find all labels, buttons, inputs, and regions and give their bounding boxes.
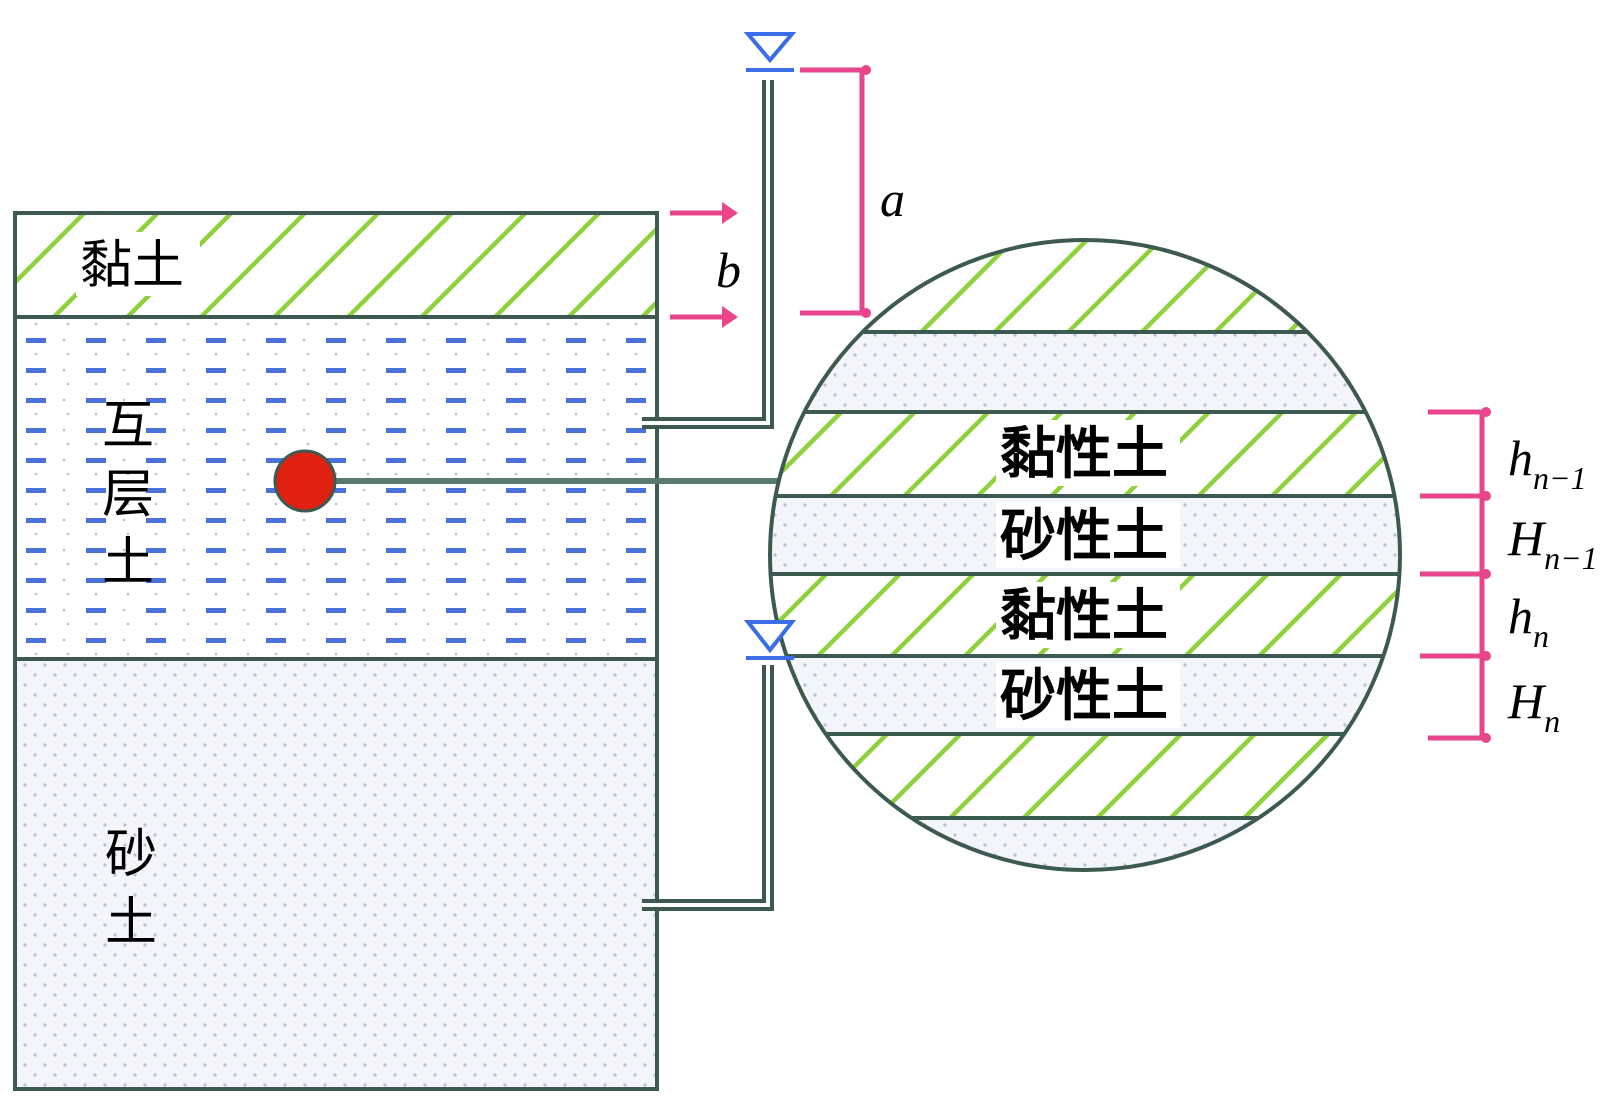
interlayer-label-char-1: 互 xyxy=(102,396,154,456)
clay-label-backing xyxy=(76,232,200,296)
detail-label-backing-1 xyxy=(996,420,1180,486)
lower-piezometer xyxy=(642,665,774,911)
thickness-label-h-n: hn xyxy=(1508,588,1549,654)
lower-piezometer-pipe xyxy=(642,665,774,911)
lower-piezometer-pipe-core xyxy=(642,665,770,907)
detail-label-clay-2: 黏性土 xyxy=(1000,584,1168,649)
detail-label-sand-2: 砂性土 xyxy=(1000,664,1168,729)
dimension-a: a xyxy=(800,65,905,318)
thickness-dimensions: hn−1 Hn−1 hn Hn xyxy=(1420,407,1598,743)
upper-piezometer-pipe xyxy=(642,80,774,429)
interlayer-label-char-2: 层 xyxy=(102,465,154,525)
detail-label-backing-3 xyxy=(996,582,1180,648)
lower-water-level xyxy=(743,620,797,660)
detail-layer-clay-top xyxy=(770,240,1400,332)
detail-label-sand-1: 砂性土 xyxy=(1000,504,1168,569)
sand-label-char-1: 砂 xyxy=(105,825,157,885)
clay-label: 黏土 xyxy=(80,236,184,296)
detail-label-backing-2 xyxy=(996,502,1180,568)
detail-layer-sand-1 xyxy=(770,332,1400,412)
detail-point-marker xyxy=(273,449,337,513)
dimension-a-label: a xyxy=(880,171,905,227)
soil-column-outline xyxy=(13,211,659,1091)
thickness-label-h-n-minus-1: hn−1 xyxy=(1508,430,1587,496)
thickness-label-H-n: Hn xyxy=(1507,673,1560,739)
dimension-b-label: b xyxy=(716,242,741,298)
detail-circle-outline xyxy=(768,238,1402,872)
sand-label-char-2: 土 xyxy=(105,893,157,953)
upper-piezometer-pipe-core xyxy=(642,80,770,425)
detail-label-backing-4 xyxy=(996,662,1180,728)
interlayer-soil-layer xyxy=(15,317,657,659)
thickness-label-H-n-minus-1: Hn−1 xyxy=(1507,510,1598,576)
sand-layer xyxy=(15,659,657,1089)
detail-label-clay-1: 黏性土 xyxy=(1000,422,1168,487)
detail-circle: 黏性土 砂性土 黏性土 砂性土 xyxy=(768,238,1402,872)
soil-column: 黏土 互 层 土 砂 土 xyxy=(13,211,659,1091)
upper-piezometer xyxy=(642,32,797,429)
upper-water-level-icon xyxy=(743,32,797,64)
lower-water-level-icon xyxy=(743,620,797,654)
interlayer-label-char-3: 土 xyxy=(102,533,154,593)
dimension-b: b xyxy=(670,202,741,328)
